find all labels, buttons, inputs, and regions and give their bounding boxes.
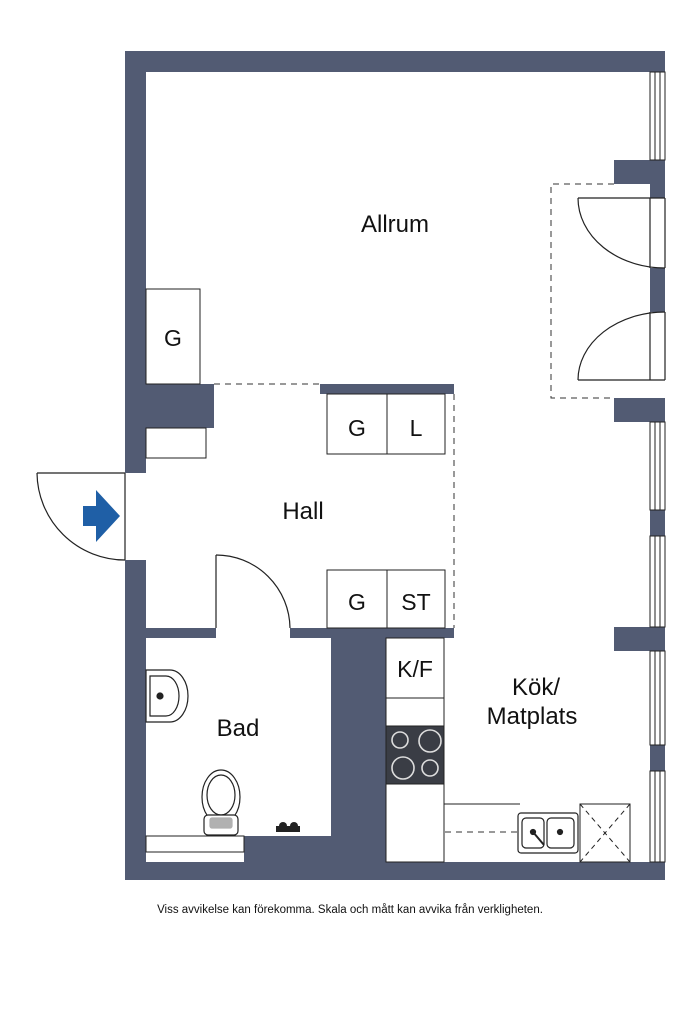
wall-top [125,51,665,72]
wall-allrum-hall [146,384,214,428]
wall-left-lower [125,560,146,880]
hall-shelf [145,427,207,459]
entrance-arrow-icon [83,490,120,542]
toilet-icon [201,769,241,836]
wall-hall-top-cabinet [320,384,454,394]
balcony-door-lower [577,311,666,381]
window-1 [649,71,666,161]
balcony-door-upper [577,197,666,269]
hall-cabinets-top [326,393,446,455]
storage-closet-label: ST [401,589,430,615]
wall-right-3 [650,268,665,312]
room-label-hall: Hall [282,498,323,525]
room-label-bad: Bad [217,715,260,742]
wall-bad-top-left [146,628,216,638]
window-4 [649,650,666,746]
allrum-wardrobe: G [145,288,201,385]
stove-icon [385,725,445,785]
wardrobe-allrum-label: G [164,325,182,351]
wall-bottom [125,862,665,880]
sink-icon [517,812,579,854]
disclaimer-text: Viss avvikelse kan förekomma. Skala och … [157,904,543,916]
wall-right-6 [614,627,665,651]
linen-closet-label: L [410,415,423,441]
walls [125,51,665,880]
wall-bad-right [331,628,386,862]
faucet-icon [276,822,300,832]
room-label-allrum: Allrum [361,211,429,238]
wall-right-2 [650,184,665,198]
wall-bad-bottom [244,836,331,862]
wall-right-7 [650,745,665,771]
kitchen-counter [385,637,631,863]
wall-right-5 [650,510,665,536]
wardrobe-hall-bottom-label: G [348,589,366,615]
wall-left-upper [125,51,146,473]
balcony-doors [577,197,666,381]
wall-right-1 [614,160,665,184]
washbasin-icon [145,669,189,723]
entrance-door [36,472,126,561]
window-5 [649,770,666,863]
room-label-kok: Kök/ [512,674,560,701]
window-3 [649,535,666,628]
room-label-matplats: Matplats [487,703,578,730]
wardrobe-hall-top-label: G [348,415,366,441]
bathroom-door [215,554,291,629]
wall-right-4 [614,398,665,422]
window-2 [649,421,666,511]
floor-plan: G G L G ST [36,51,666,880]
windows [649,71,666,863]
hall-cabinets-bottom [326,569,446,629]
fridge-freezer-label: K/F [397,656,433,682]
bath-counter [145,835,245,853]
balcony-outline [550,183,614,399]
